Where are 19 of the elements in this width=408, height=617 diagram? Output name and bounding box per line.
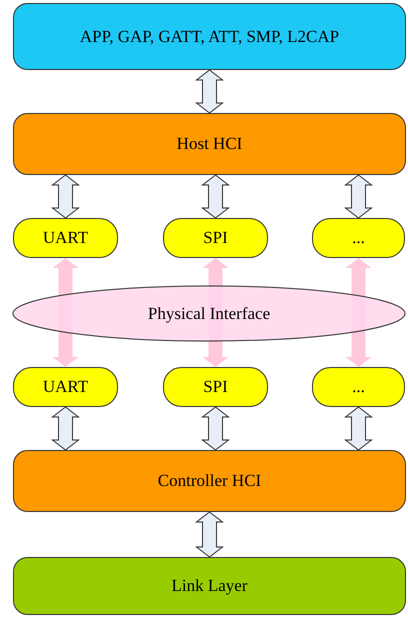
node-label: Link Layer: [172, 576, 248, 596]
node-label: Physical Interface: [148, 304, 270, 324]
node-label: UART: [42, 377, 88, 397]
node-label: APP, GAP, GATT, ATT, SMP, L2CAP: [80, 26, 340, 46]
double-arrow: [195, 69, 224, 114]
node-label: ...: [352, 377, 365, 397]
node-label: SPI: [203, 228, 228, 248]
double-arrow: [201, 406, 230, 451]
node-label: UART: [42, 228, 88, 248]
double-arrow: [201, 174, 230, 219]
node-label: SPI: [203, 377, 228, 397]
double-arrow: [344, 406, 373, 451]
node-label: Controller HCI: [158, 471, 262, 491]
node-label: ...: [352, 228, 365, 248]
node-label: Host HCI: [176, 134, 242, 154]
double-arrow: [344, 174, 373, 219]
double-arrow: [51, 406, 80, 451]
double-arrow: [51, 174, 80, 219]
double-arrow: [195, 511, 224, 558]
